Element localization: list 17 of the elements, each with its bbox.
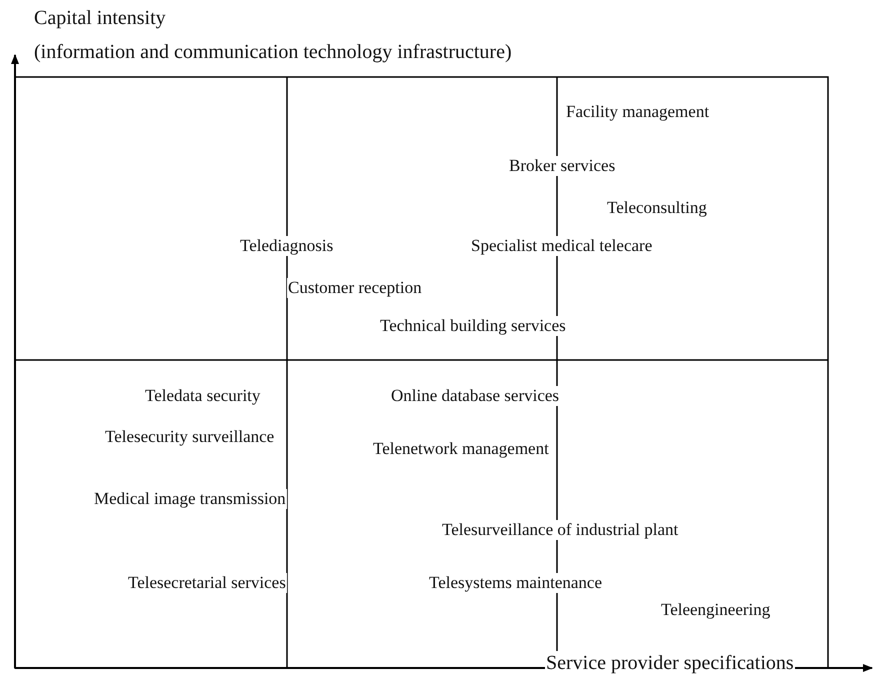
service-label: Telediagnosis: [239, 236, 334, 256]
service-label: Telesystems maintenance: [428, 573, 603, 593]
service-label: Facility management: [565, 102, 710, 122]
service-label: Customer reception: [287, 278, 423, 298]
service-label: Specialist medical telecare: [470, 236, 654, 256]
service-label: Broker services: [508, 156, 616, 176]
axis-title: Service provider specifications: [545, 651, 795, 675]
service-label: Medical image transmission: [93, 489, 287, 509]
service-label: Telesurveillance of industrial plant: [441, 520, 680, 540]
service-label: Telesecretarial services: [127, 573, 287, 593]
service-label: Teleconsulting: [606, 198, 708, 218]
service-label: Telenetwork management: [372, 439, 550, 459]
service-label: Teledata security: [144, 386, 262, 406]
service-label: Telesecurity surveillance: [104, 427, 276, 447]
service-label: Online database services: [390, 386, 560, 406]
service-label: Technical building services: [379, 316, 567, 336]
service-label: Teleengineering: [660, 600, 772, 620]
